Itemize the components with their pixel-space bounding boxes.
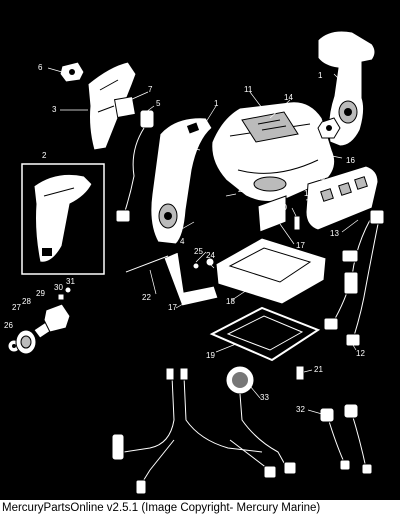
part-11-console-cover: [211, 101, 336, 202]
callout-15: 15: [316, 173, 325, 182]
part-13-side-panel: [305, 165, 379, 231]
part-17-bracket-left: [163, 251, 219, 307]
callout-24: 24: [206, 251, 215, 260]
part-25-washer: [192, 262, 200, 270]
callout-15b: 15: [304, 189, 313, 198]
part-22-rod: [125, 255, 169, 273]
callout-26: 26: [4, 321, 13, 330]
callout-20: 20: [278, 203, 287, 212]
part-20-screw: [293, 215, 301, 231]
part-27-knob: [15, 329, 37, 355]
part-32-harness: [319, 403, 373, 475]
part-12-harness: [323, 209, 385, 347]
callout-2: 2: [42, 151, 47, 160]
part-17-bracket-right: [257, 195, 287, 233]
callout-16: 16: [346, 156, 355, 165]
part-1-handle-right: [317, 30, 376, 147]
part-1-housing-left: [150, 117, 213, 245]
callout-1-right: 1: [318, 71, 323, 80]
part-2-detail-box: [21, 163, 105, 275]
callout-31: 31: [66, 277, 75, 286]
part-29-lever: [43, 303, 71, 333]
part-33-harness: [111, 367, 297, 495]
callout-14: 14: [284, 93, 293, 102]
callout-21: 21: [314, 365, 323, 374]
callout-4-bottom: 4: [180, 237, 185, 246]
part-6-cap: [59, 61, 85, 83]
parts-diagram: 1 6 3 7 5 1 11 14 2 4 16 15 23 15 20 13 …: [4, 30, 385, 495]
part-24-nut: [205, 257, 215, 267]
callout-11: 11: [244, 85, 253, 94]
part-31-ball: [64, 286, 72, 294]
callout-25: 25: [194, 247, 203, 256]
callout-13: 13: [330, 229, 339, 238]
part-7-plate: [113, 95, 137, 119]
callout-27: 27: [12, 303, 21, 312]
callout-6: 6: [38, 63, 43, 72]
callout-1-left: 1: [214, 99, 219, 108]
callout-29: 29: [36, 289, 45, 298]
callout-4-top: 4: [184, 153, 189, 162]
callout-3: 3: [52, 105, 57, 114]
callout-5: 5: [156, 99, 161, 108]
part-16-washer: [317, 117, 341, 139]
callout-30: 30: [54, 283, 63, 292]
callout-12: 12: [356, 349, 365, 358]
part-30-pin: [57, 293, 65, 301]
callout-7: 7: [148, 85, 153, 94]
part-5-switch: [115, 109, 155, 223]
copyright-caption: MercuryPartsOnline v2.5.1 (Image Copyrig…: [0, 500, 400, 516]
part-19-gasket: [209, 306, 321, 362]
callout-18: 18: [226, 297, 235, 306]
part-18-base-tray: [215, 237, 327, 305]
callout-23: 23: [238, 185, 247, 194]
callout-33: 33: [260, 393, 269, 402]
part-21-bolt: [295, 365, 305, 381]
callout-19: 19: [206, 351, 215, 360]
callout-32: 32: [296, 405, 305, 414]
leader-lines: [47, 67, 359, 415]
part-14-panel: [241, 111, 299, 143]
callout-22: 22: [142, 293, 151, 302]
callout-17-right: 17: [296, 241, 305, 250]
callout-17-left: 17: [168, 303, 177, 312]
part-33-gauge: [225, 365, 255, 395]
callout-28: 28: [22, 297, 31, 306]
